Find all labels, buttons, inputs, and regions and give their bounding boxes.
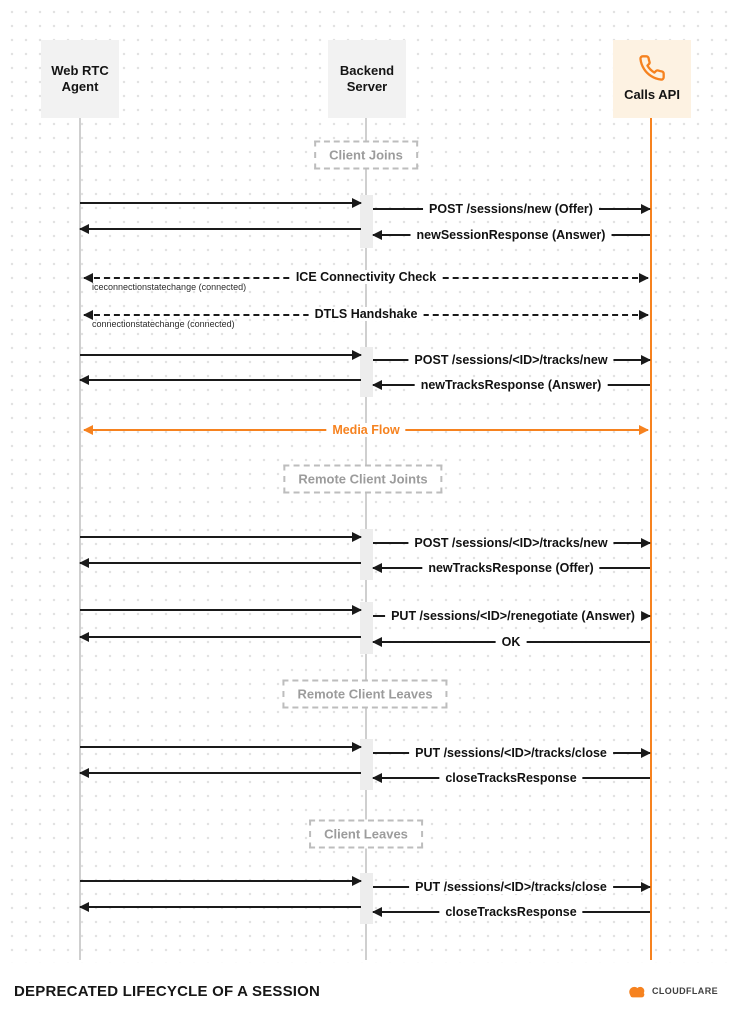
message-arrow: [79, 902, 361, 912]
arrowhead: [352, 876, 362, 886]
message-label: POST /sessions/new (Offer): [423, 202, 599, 216]
message-arrow: [79, 632, 361, 642]
section-remote-client-leaves: Remote Client Leaves: [282, 679, 448, 709]
message-arrow: [79, 375, 361, 385]
message-arrow: [80, 532, 362, 542]
arrowhead: [641, 204, 651, 214]
arrowhead: [79, 558, 89, 568]
message-label: PUT /sessions/<ID>/tracks/close: [409, 880, 613, 894]
activation-bar: [360, 195, 373, 248]
arrowhead: [641, 355, 651, 365]
message-label: newTracksResponse (Answer): [414, 378, 608, 392]
message-label: newTracksResponse (Offer): [422, 561, 600, 575]
arrowhead: [372, 380, 382, 390]
section-label: Client Leaves: [324, 826, 408, 842]
actor-calls-label: Calls API: [624, 87, 680, 103]
section-label: Remote Client Joints: [298, 471, 428, 487]
message-label: ICE Connectivity Check: [289, 270, 443, 284]
activation-bar: [360, 347, 373, 397]
message-label: closeTracksResponse: [439, 771, 583, 785]
message-label: PUT /sessions/<ID>/renegotiate (Answer): [385, 609, 641, 623]
section-client-leaves: Client Leaves: [309, 819, 423, 849]
section-label: Remote Client Leaves: [297, 686, 433, 702]
arrowhead: [79, 902, 89, 912]
arrowhead: [641, 611, 651, 621]
diagram-title: DEPRECATED LIFECYCLE OF A SESSION: [14, 982, 321, 1000]
lifeline-webrtc-agent: [79, 118, 81, 960]
event-sublabel: connectionstatechange (connected): [92, 319, 235, 329]
arrowhead: [641, 748, 651, 758]
actor-backend-label-line2: Server: [346, 79, 388, 94]
arrowhead: [372, 637, 382, 647]
cloudflare-logo-text: CLOUDFLARE: [652, 986, 718, 996]
message-label: PUT /sessions/<ID>/tracks/close: [409, 746, 613, 760]
message-arrow: [80, 198, 362, 208]
activation-bar: [360, 602, 373, 654]
footer: DEPRECATED LIFECYCLE OF A SESSION CLOUDF…: [0, 963, 732, 1019]
arrowhead: [639, 310, 649, 320]
activation-bar: [360, 873, 373, 924]
arrowhead: [79, 768, 89, 778]
event-sublabel: iceconnectionstatechange (connected): [92, 282, 247, 292]
actor-backend-server: Backend Server: [328, 40, 406, 118]
arrowhead: [372, 230, 382, 240]
arrowhead: [352, 742, 362, 752]
actor-calls-api: Calls API: [613, 40, 691, 118]
message-arrow: [79, 558, 361, 568]
arrowhead: [641, 538, 651, 548]
message-arrow: [80, 742, 362, 752]
cloudflare-logo: CLOUDFLARE: [626, 984, 718, 998]
arrowhead: [372, 563, 382, 573]
actor-webrtc-agent: Web RTC Agent: [41, 40, 119, 118]
arrowhead: [352, 198, 362, 208]
arrowhead: [79, 224, 89, 234]
arrowhead: [639, 425, 649, 435]
section-label: Client Joins: [329, 147, 403, 163]
message-arrow: [79, 224, 361, 234]
message-label: OK: [495, 635, 527, 649]
message-arrow: [80, 350, 362, 360]
activation-bar: [360, 739, 373, 790]
phone-icon: [638, 54, 666, 82]
media-flow-label: Media Flow: [326, 423, 406, 437]
message-label: DTLS Handshake: [308, 307, 424, 321]
arrowhead: [79, 632, 89, 642]
message-arrow: [79, 768, 361, 778]
actor-webrtc-label-line1: Web RTC: [51, 62, 109, 78]
section-remote-client-joints: Remote Client Joints: [283, 464, 443, 494]
arrowhead: [641, 882, 651, 892]
message-label: closeTracksResponse: [439, 905, 583, 919]
message-label: POST /sessions/<ID>/tracks/new: [408, 536, 614, 550]
message-arrow: [80, 605, 362, 615]
arrowhead: [352, 532, 362, 542]
actor-backend-label-line1: Backend: [339, 62, 395, 78]
message-label: newSessionResponse (Answer): [410, 228, 612, 242]
actor-webrtc-label-line2: Agent: [61, 79, 99, 94]
lifeline-calls-api: [650, 118, 652, 960]
arrowhead: [83, 310, 93, 320]
message-arrow: [80, 876, 362, 886]
arrowhead: [352, 350, 362, 360]
message-label: POST /sessions/<ID>/tracks/new: [408, 353, 614, 367]
arrowhead: [83, 425, 93, 435]
activation-bar: [360, 529, 373, 580]
cloudflare-cloud-icon: [626, 984, 648, 998]
arrowhead: [83, 273, 93, 283]
section-client-joins: Client Joins: [314, 140, 418, 170]
arrowhead: [352, 605, 362, 615]
arrowhead: [372, 773, 382, 783]
arrowhead: [639, 273, 649, 283]
arrowhead: [372, 907, 382, 917]
arrowhead: [79, 375, 89, 385]
